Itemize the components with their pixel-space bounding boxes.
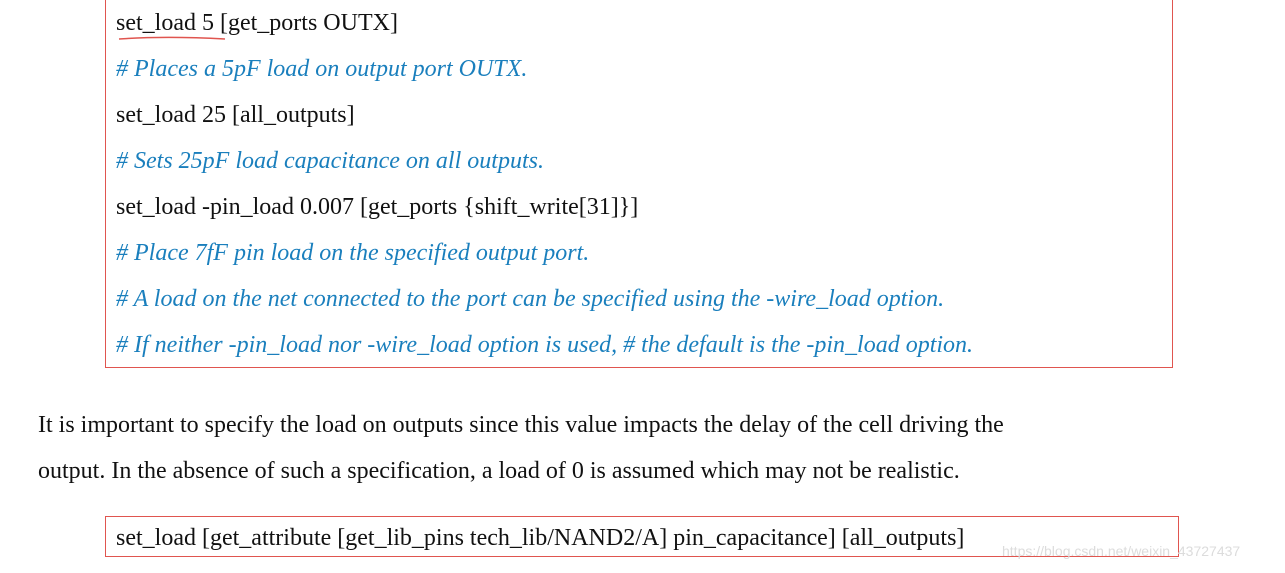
handwritten-underline	[118, 36, 226, 40]
code-box-top	[105, 0, 1173, 368]
paragraph-line-1: It is important to specify the load on o…	[38, 412, 1004, 438]
code-box-bottom	[105, 516, 1179, 557]
comment-line-7ff: # Place 7fF pin load on the specified ou…	[116, 240, 590, 266]
comment-line-wire-load: # A load on the net connected to the por…	[116, 286, 945, 312]
comment-line-25pf: # Sets 25pF load capacitance on all outp…	[116, 148, 544, 174]
code-line-pin-load: set_load -pin_load 0.007 [get_ports {shi…	[116, 194, 639, 220]
watermark-text: https://blog.csdn.net/weixin_43727437	[1002, 543, 1241, 559]
code-line-set-load-25: set_load 25 [all_outputs]	[116, 102, 355, 128]
comment-line-default: # If neither -pin_load nor -wire_load op…	[116, 332, 974, 358]
comment-line-5pf: # Places a 5pF load on output port OUTX.	[116, 56, 528, 82]
paragraph-line-2: output. In the absence of such a specifi…	[38, 458, 960, 484]
code-line-set-load-5: set_load 5 [get_ports OUTX]	[116, 10, 398, 36]
code-line-get-attribute: set_load [get_attribute [get_lib_pins te…	[116, 525, 965, 551]
